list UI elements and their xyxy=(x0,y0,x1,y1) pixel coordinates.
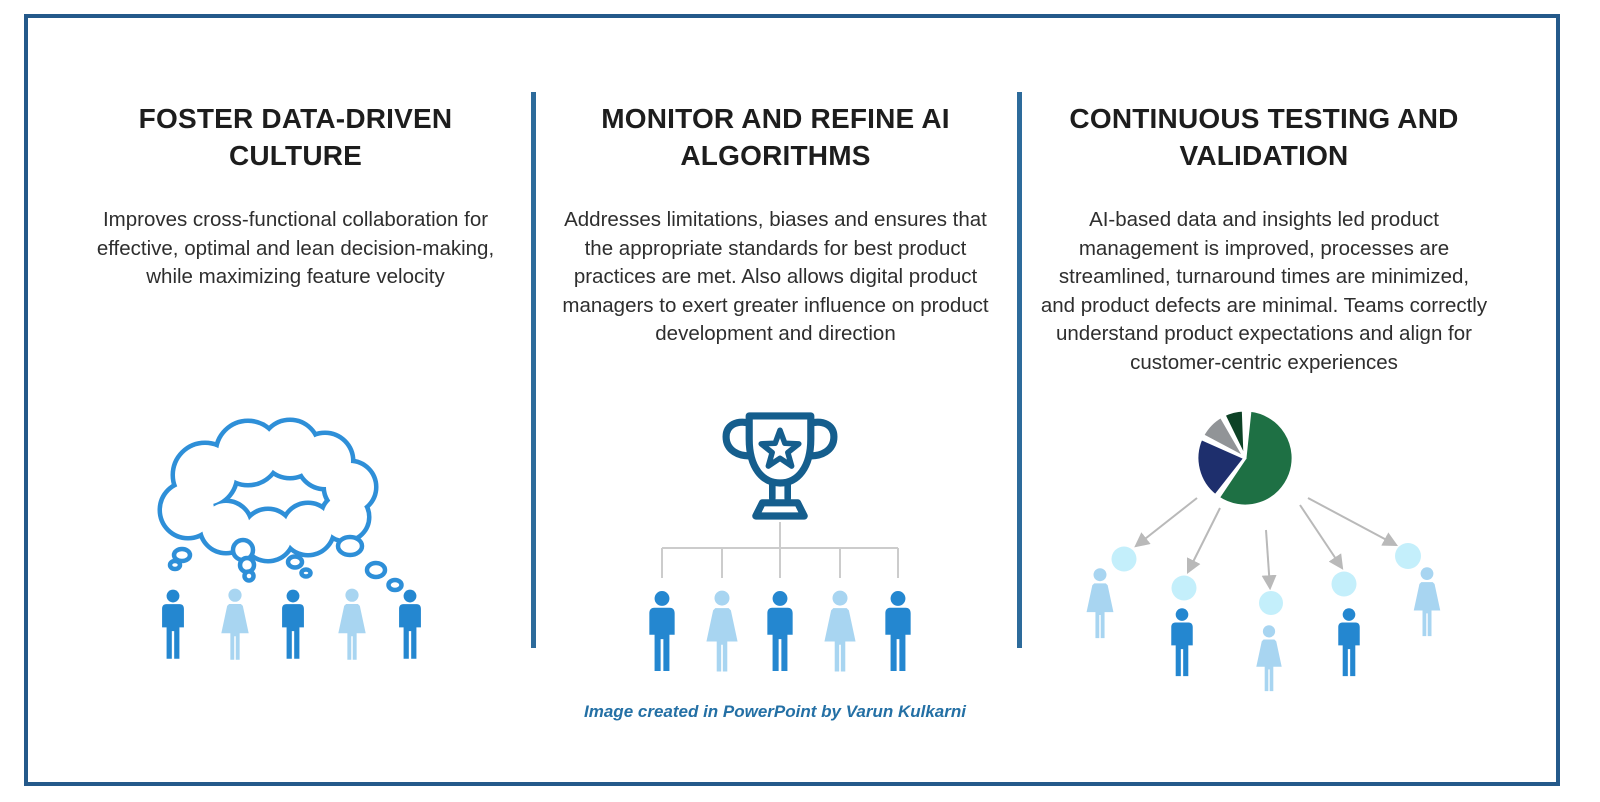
distribution-arrows xyxy=(1134,497,1398,591)
person-male-icon xyxy=(885,591,911,672)
insight-bubbles xyxy=(1111,543,1421,615)
pie-slice-gray xyxy=(1201,414,1247,460)
person-male-icon xyxy=(649,591,675,672)
trophy-icon xyxy=(722,412,838,520)
thought-cloud-team-illustration xyxy=(157,417,421,660)
pie-slice-darkgreen xyxy=(1222,408,1247,460)
column-divider-1 xyxy=(531,92,536,648)
hierarchy-connector-lines xyxy=(661,522,899,578)
column-description: AI-based data and insights led product m… xyxy=(1040,208,1488,374)
person-female-icon xyxy=(1413,567,1441,637)
bubble-icon xyxy=(1111,546,1137,572)
person-male-icon xyxy=(282,589,304,659)
person-male-icon xyxy=(1171,608,1193,677)
column-description: Improves cross-functional collaboration … xyxy=(96,208,495,288)
column-testing: CONTINUOUS TESTING AND VALIDATION AI-bas… xyxy=(1040,100,1488,377)
column-title: FOSTER DATA-DRIVEN CULTURE xyxy=(138,103,453,171)
bubble-icon xyxy=(1259,591,1283,615)
person-female-icon xyxy=(338,588,366,660)
person-female-icon xyxy=(221,588,249,660)
person-female-icon xyxy=(1256,625,1282,692)
column-title: MONITOR AND REFINE AI ALGORITHMS xyxy=(601,103,950,171)
pie-chart-icon xyxy=(1195,408,1295,508)
bubble-icon xyxy=(1331,571,1357,597)
person-male-icon xyxy=(162,589,184,659)
person-male-icon xyxy=(767,591,793,672)
trophy-hierarchy-illustration xyxy=(649,412,911,672)
pie-slice-green xyxy=(1216,408,1295,508)
team-staggered xyxy=(1086,567,1441,692)
team-row xyxy=(162,588,421,660)
column-description: Addresses limitations, biases and ensure… xyxy=(562,208,989,345)
person-female-icon xyxy=(706,590,738,672)
thought-cloud-icon xyxy=(157,417,404,593)
person-female-icon xyxy=(824,590,856,672)
person-male-icon xyxy=(1338,608,1360,677)
bubble-icon xyxy=(1395,543,1421,569)
outer-border-frame xyxy=(24,14,1560,786)
bubble-icon xyxy=(1171,575,1197,601)
column-divider-2 xyxy=(1017,92,1022,648)
column-monitor: MONITOR AND REFINE AI ALGORITHMS Address… xyxy=(553,100,998,349)
column-title: CONTINUOUS TESTING AND VALIDATION xyxy=(1069,103,1459,171)
pie-distribution-illustration xyxy=(1086,408,1441,692)
team-row xyxy=(649,590,911,672)
person-female-icon xyxy=(1086,568,1114,639)
credit-caption: Image created in PowerPoint by Varun Kul… xyxy=(584,702,966,721)
person-male-icon xyxy=(399,589,421,659)
column-culture: FOSTER DATA-DRIVEN CULTURE Improves cros… xyxy=(73,100,518,292)
